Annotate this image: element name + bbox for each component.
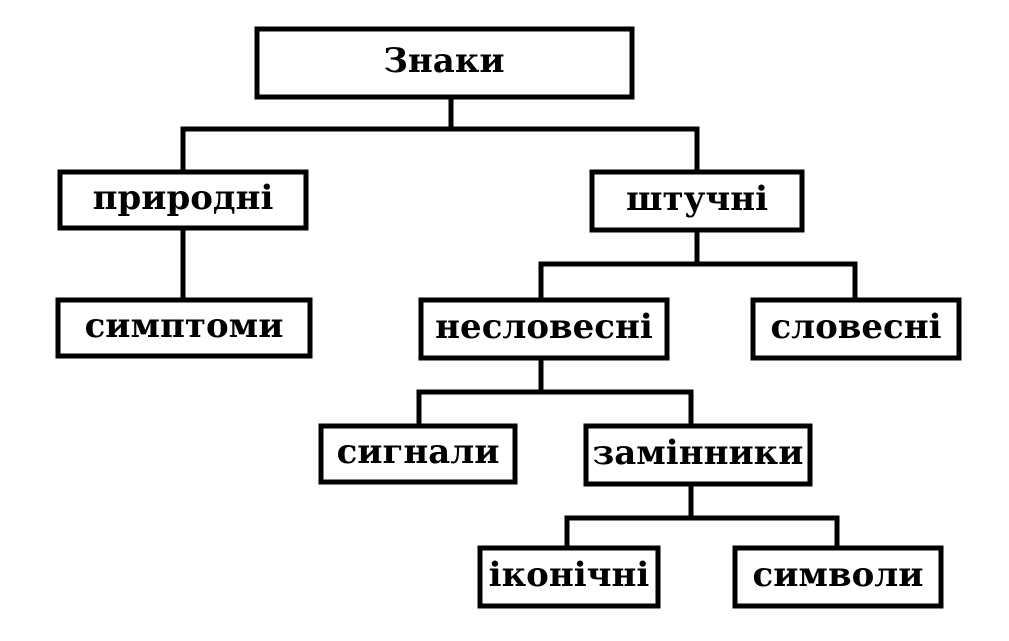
node-verbal: словесні (750, 297, 962, 361)
node-nonverbal: несловесні (418, 297, 670, 361)
node-symbols: символи (732, 545, 944, 609)
node-artificial: штучні (589, 169, 805, 233)
node-verbal-label: словесні (770, 307, 941, 347)
node-substitutes: замінники (583, 423, 813, 487)
node-natural-label: природні (93, 178, 274, 218)
node-iconic-label: іконічні (489, 555, 650, 595)
node-root: Знаки (254, 26, 635, 100)
node-signals-label: сигнали (337, 432, 500, 472)
connector-substitutes (564, 481, 840, 551)
node-symptoms-label: симптоми (85, 306, 284, 346)
connector-artificial (538, 227, 858, 303)
node-root-label: Знаки (383, 41, 504, 81)
node-substitutes-label: замінники (593, 433, 804, 473)
node-symbols-label: символи (753, 555, 924, 595)
node-symptoms: симптоми (55, 297, 313, 359)
connectors (180, 94, 858, 551)
node-artificial-label: штучні (626, 179, 768, 219)
connector-nonverbal (416, 355, 694, 429)
node-iconic: іконічні (477, 545, 661, 609)
node-nonverbal-label: несловесні (435, 307, 653, 347)
node-natural: природні (57, 169, 309, 231)
connector-root (180, 94, 700, 175)
node-signals: сигнали (318, 423, 518, 485)
